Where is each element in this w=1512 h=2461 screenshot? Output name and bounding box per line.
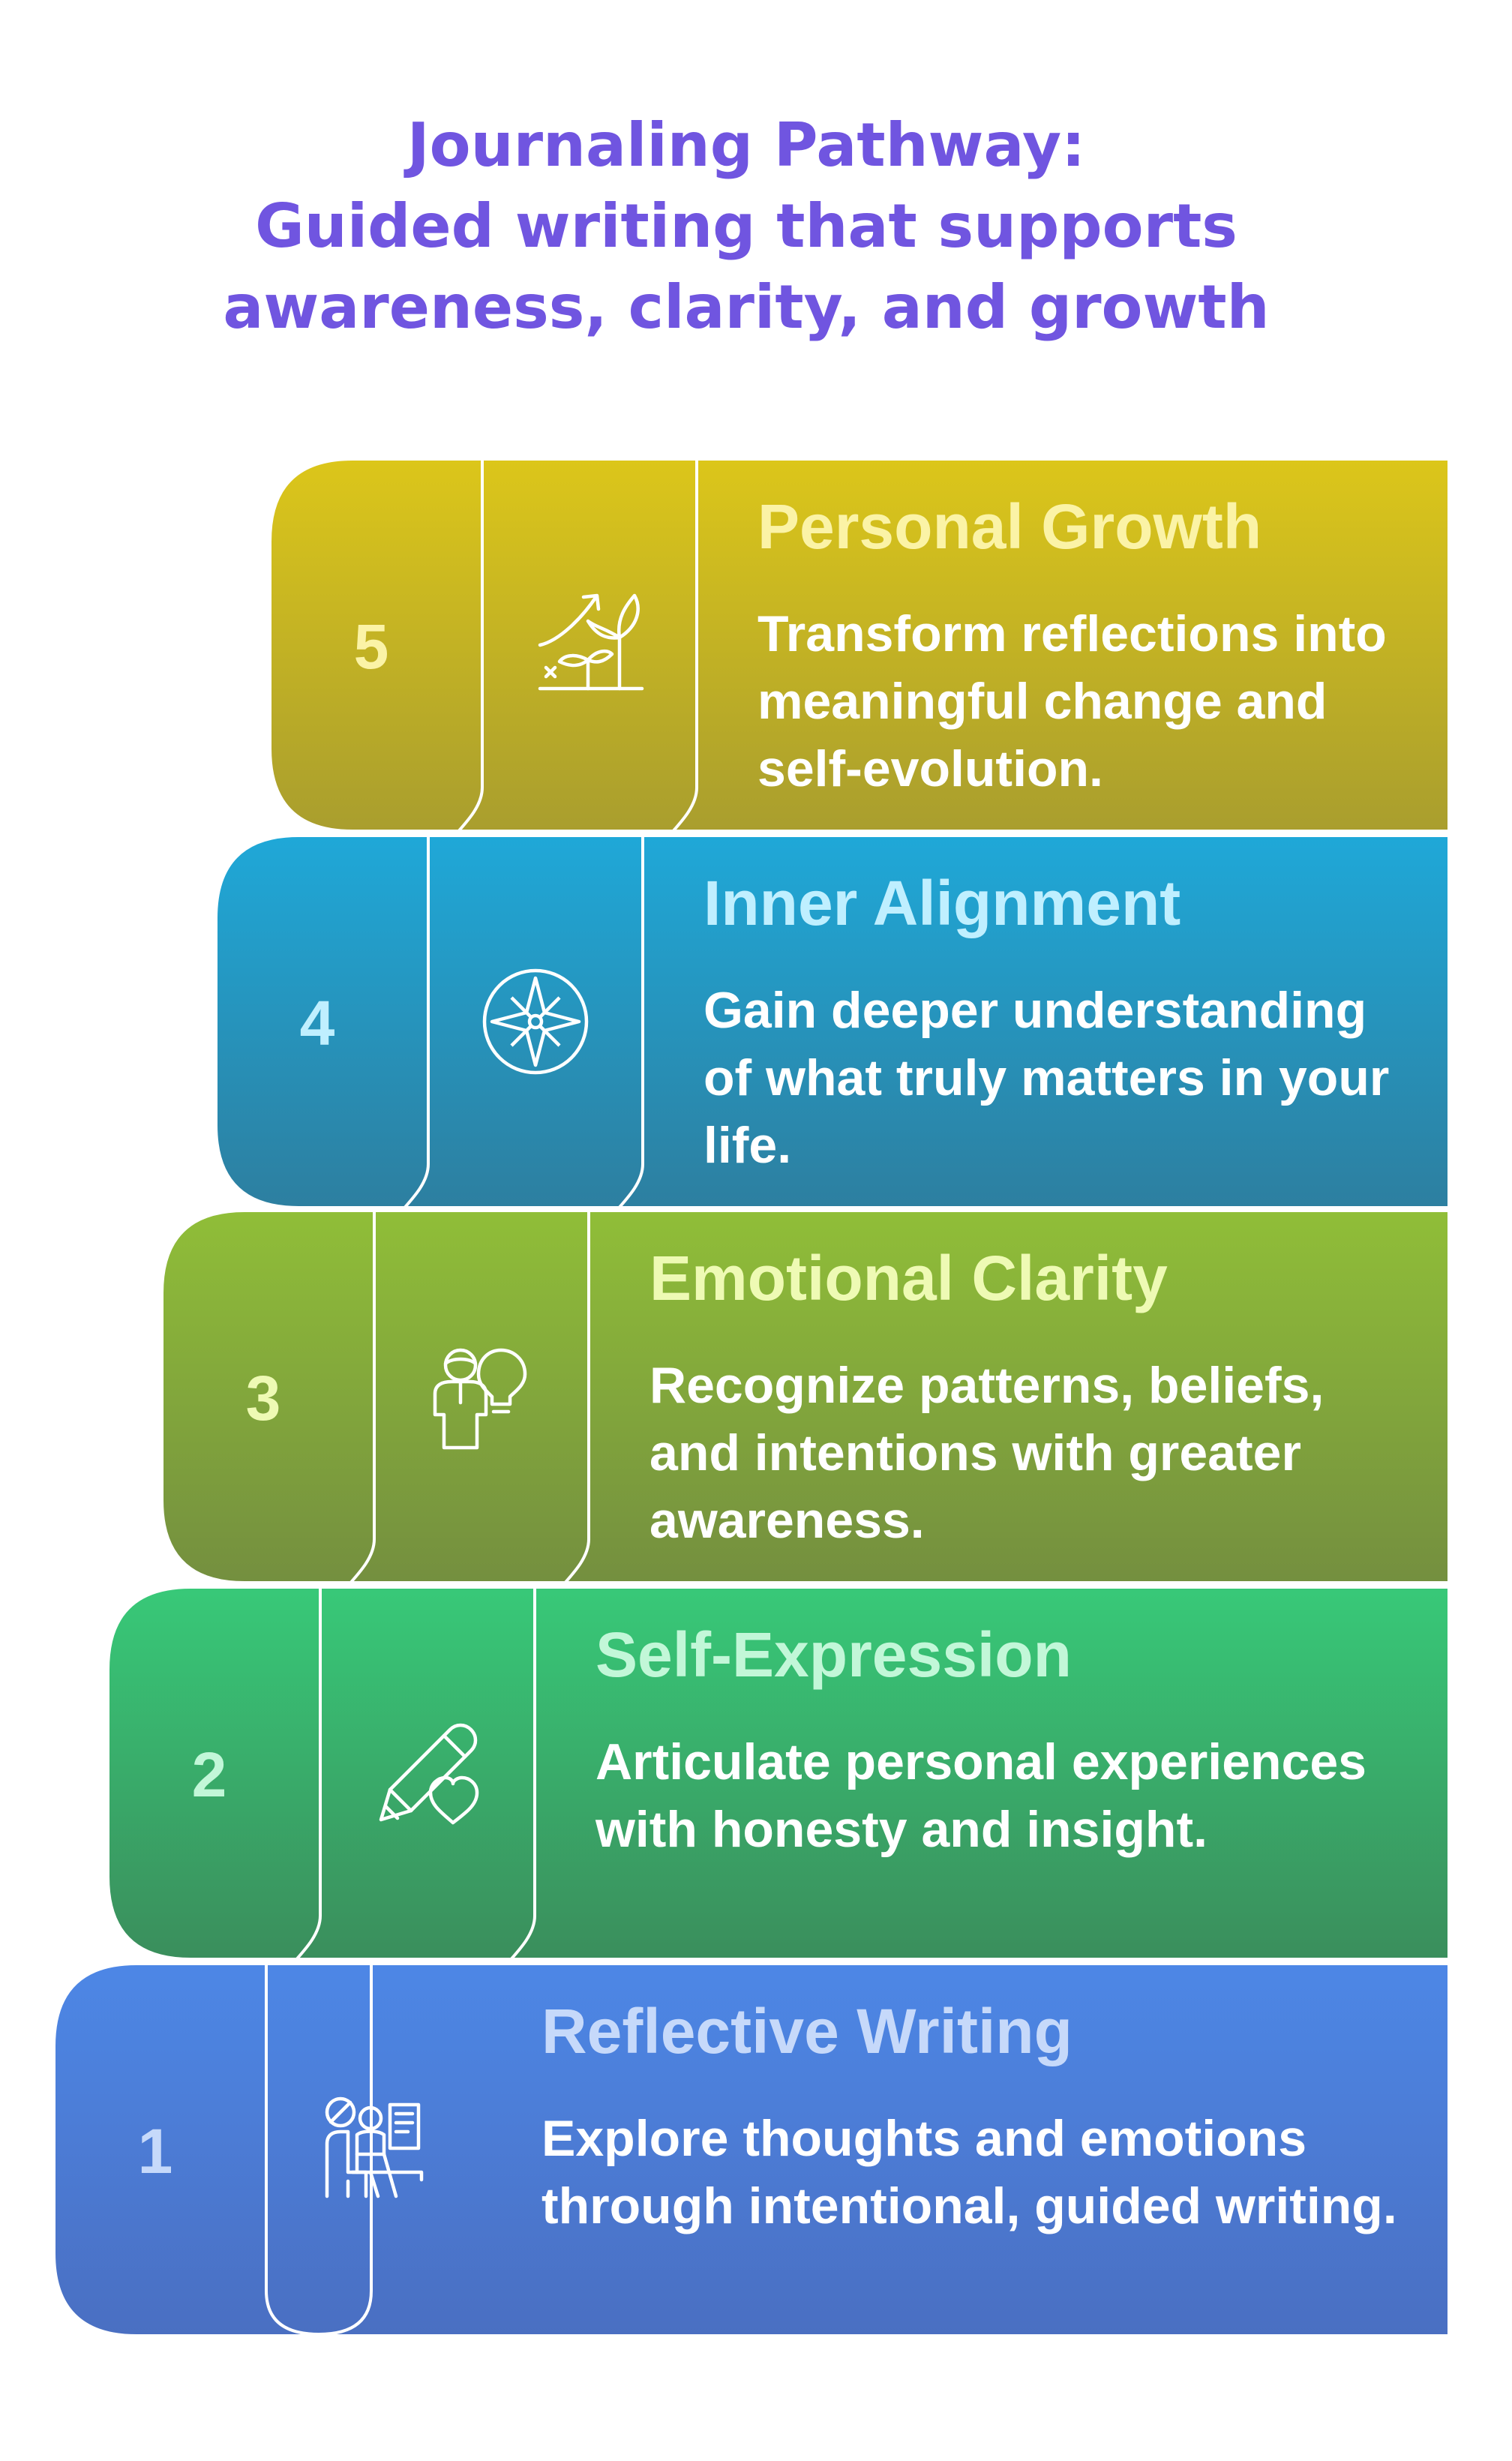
- step-2-heading: Self-Expression: [596, 1619, 1072, 1690]
- step-4-description: Gain deeper understanding of what truly …: [704, 982, 1390, 1174]
- step-5-description: Transform reflections into meaningful ch…: [758, 605, 1387, 797]
- step-4-heading: Inner Alignment: [704, 868, 1181, 938]
- step-4-block: [214, 834, 1450, 1209]
- title-line-3: awareness, clarity, and growth: [223, 272, 1270, 342]
- step-3-number: 3: [245, 1363, 281, 1433]
- growth-plant-icon: [538, 593, 644, 691]
- step-3-block: [160, 1209, 1450, 1584]
- step-1-block: [52, 1962, 1450, 2337]
- person-writing-icon: [325, 2096, 424, 2198]
- page-title: Journaling Pathway: Guided writing that …: [0, 105, 1492, 348]
- step-2-number: 2: [191, 1739, 227, 1810]
- title-line-2: Guided writing that supports: [255, 191, 1238, 261]
- compass-icon: [482, 968, 589, 1075]
- step-3-description: Recognize patterns, beliefs, and intenti…: [650, 1357, 1324, 1549]
- step-1-heading: Reflective Writing: [542, 1996, 1072, 2066]
- step-5-block: [268, 458, 1450, 833]
- step-1-divider-1: [265, 1962, 373, 2336]
- step-2-description: Articulate personal experiences with hon…: [596, 1733, 1367, 1858]
- step-3-heading: Emotional Clarity: [650, 1243, 1168, 1313]
- pen-heart-icon: [379, 1723, 479, 1825]
- step-1-number: 1: [137, 2116, 173, 2186]
- step-5-heading: Personal Growth: [758, 491, 1262, 562]
- step-4-number: 4: [299, 988, 335, 1058]
- step-2-block: [106, 1586, 1450, 1961]
- step-1: [52, 1962, 1450, 2337]
- step-2: [106, 1586, 1450, 2004]
- person-idea-icon: [433, 1348, 527, 1450]
- step-1-description: Explore thoughts and emotions through in…: [542, 2110, 1397, 2234]
- title-line-1: Journaling Pathway:: [406, 110, 1086, 180]
- step-5-number: 5: [353, 611, 389, 682]
